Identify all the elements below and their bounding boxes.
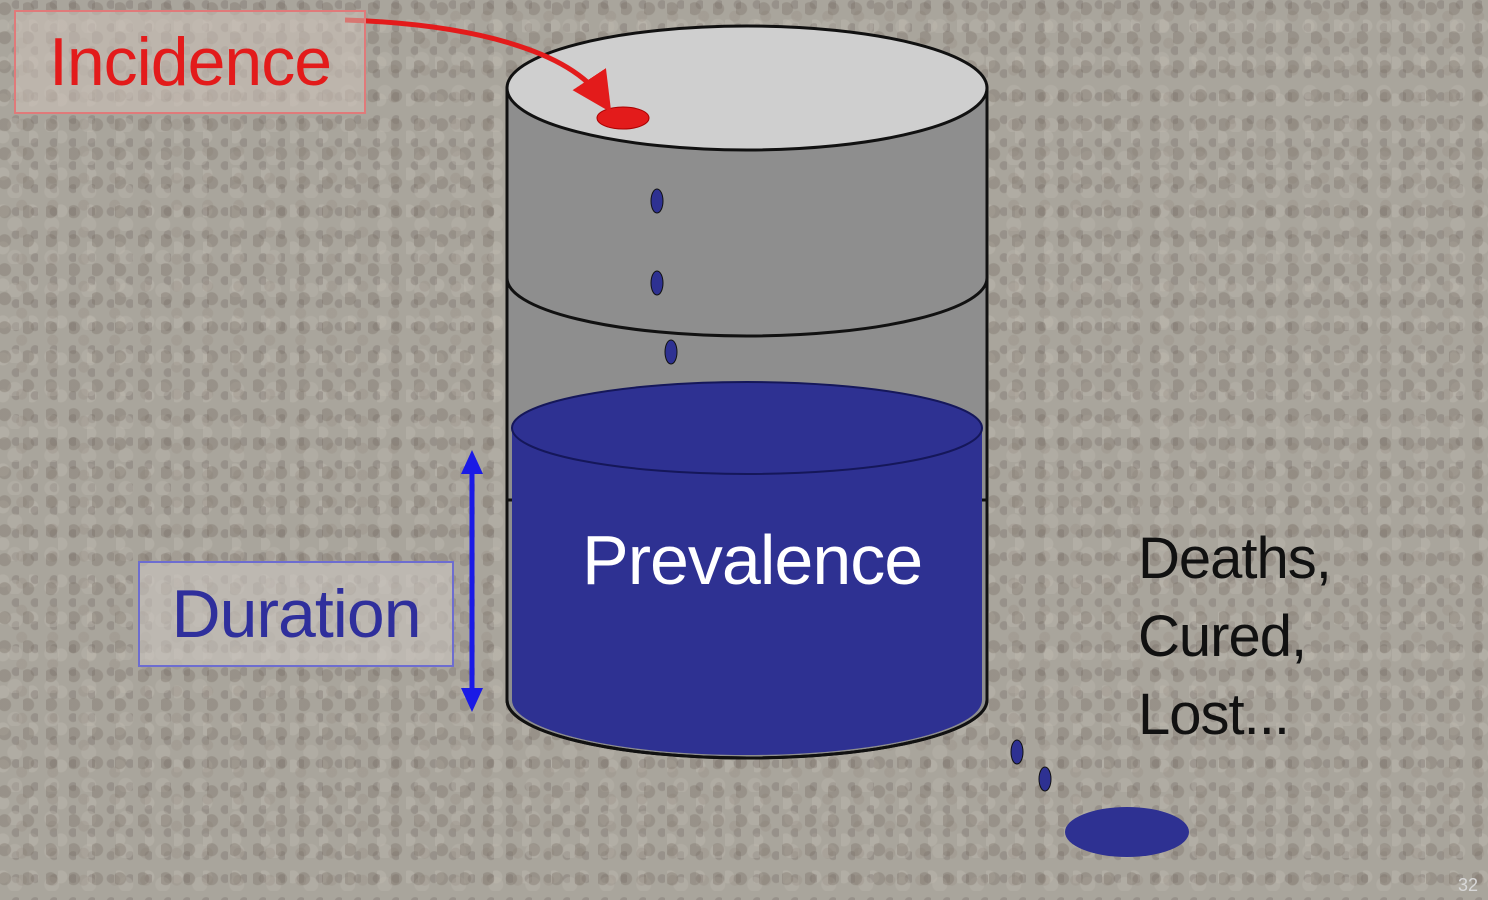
outcome-cured: Cured, xyxy=(1138,604,1307,669)
prevalence-liquid xyxy=(512,428,982,755)
prevalence-liquid-surface xyxy=(511,381,983,475)
incidence-spot xyxy=(596,106,650,130)
outcome-deaths: Deaths, xyxy=(1138,526,1332,591)
drop xyxy=(664,339,678,365)
duration-label: Duration xyxy=(171,576,421,652)
drop xyxy=(650,270,664,296)
drop xyxy=(650,188,664,214)
leak-puddle xyxy=(1065,807,1189,857)
leak-drop xyxy=(1010,739,1024,765)
tank-bottom-rim xyxy=(505,699,989,760)
incidence-arrow xyxy=(344,17,612,113)
duration-label-box: Duration xyxy=(138,561,454,667)
incidence-label-box: Incidence xyxy=(14,10,366,114)
outcomes-label: Deaths, Cured, Lost... xyxy=(1138,520,1332,754)
incidence-label: Incidence xyxy=(48,24,332,100)
outcome-lost: Lost... xyxy=(1138,682,1290,747)
leak-drop xyxy=(1038,766,1052,792)
slide-number: 32 xyxy=(1457,875,1478,895)
tank-ring-upper xyxy=(505,277,989,338)
duration-arrow xyxy=(461,450,483,712)
tank-top xyxy=(505,24,989,152)
prevalence-label: Prevalence xyxy=(582,521,923,599)
